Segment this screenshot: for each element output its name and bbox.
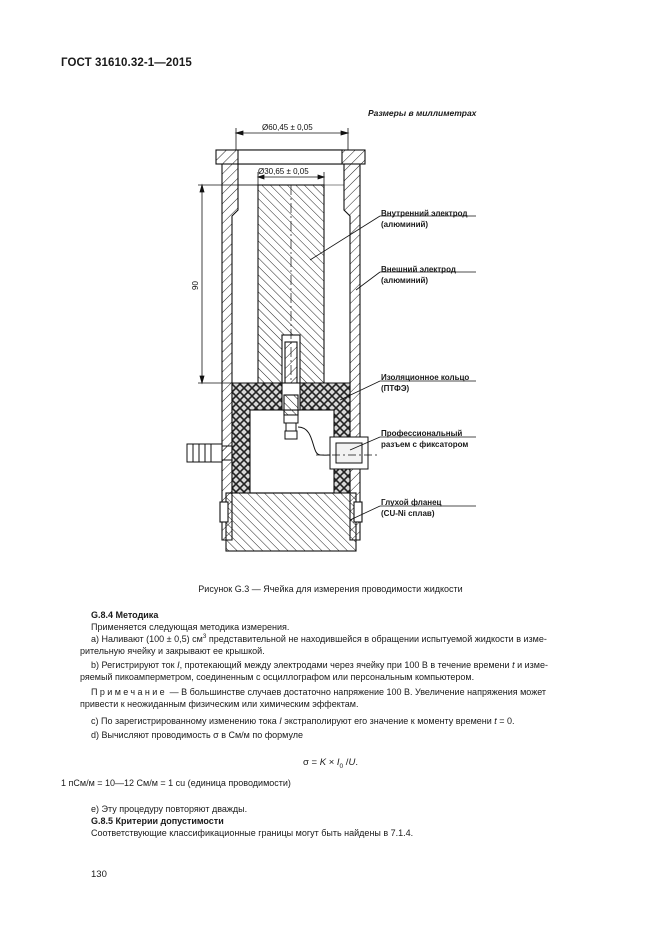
callout-outer-electrode: Внешний электрод (алюминий) — [381, 264, 456, 286]
dim-outer-label: Ø60,45 ± 0,05 — [262, 123, 313, 132]
item-a-superscript: 3 — [202, 633, 207, 640]
item-b-text-3: и изме- — [514, 660, 548, 670]
left-connector — [186, 443, 233, 463]
callout-connector: Профессиональный разъем с фиксатором — [381, 428, 468, 450]
cell-cap — [215, 149, 366, 165]
conductivity-cell-drawing: Ø60,45 ± 0,05 Ø30,65 ± 0,05 90 — [186, 123, 476, 552]
dimension-inner-diameter — [256, 172, 326, 185]
section-g85-text: Соответствующие классификационные границ… — [91, 828, 414, 838]
formula-k: K — [319, 757, 327, 768]
conductivity-formula: σ = K × I0 /U. — [0, 757, 661, 770]
item-b-current-symbol: I — [177, 660, 180, 670]
formula-part-3: / — [343, 757, 349, 768]
item-c-text-1: c) По зарегистрированному изменению тока — [91, 716, 280, 726]
callout-outer-electrode-line1: Внешний электрод — [381, 265, 456, 274]
right-connector — [316, 436, 380, 470]
note-line2: привести к неожиданным физическим или хи… — [80, 699, 359, 709]
callout-inner-electrode: Внутренний электрод (алюминий) — [381, 208, 467, 230]
inner-electrode — [257, 184, 325, 490]
section-g84-intro: Применяется следующая методика измерения… — [91, 622, 290, 632]
callout-connector-line2: разъем с фиксатором — [381, 440, 469, 449]
note-lead-word: Примечание — [91, 687, 168, 697]
item-b-text-2: , протекающий между электродами через яч… — [179, 660, 513, 670]
note-text-1: — В большинстве случаев достаточно напря… — [167, 687, 547, 697]
item-b-line2: ряемый пикоамперметром, соединенным с ос… — [80, 672, 475, 682]
item-b-line1: b) Регистрируют ток I, протекающий между… — [91, 659, 603, 671]
callout-flange-line2: (CU-Ni сплав) — [381, 509, 435, 518]
figure-units-note: Размеры в миллиметрах — [368, 108, 477, 118]
callout-leaders — [309, 215, 476, 521]
document-header-code: ГОСТ 31610.32-1—2015 — [61, 57, 192, 69]
item-c-text-2: экстраполируют его значение к моменту вр… — [281, 716, 495, 726]
callout-inner-electrode-line2: (алюминий) — [381, 220, 429, 229]
item-a-line1: a) Наливают (100 ± 0,5) см3 представител… — [91, 633, 603, 645]
cell-internal-parts — [283, 414, 331, 456]
formula-u: U — [348, 757, 356, 768]
item-b-text-1: b) Регистрируют ток — [91, 660, 178, 670]
callout-insulating-ring: Изоляционное кольцо (ПТФЭ) — [381, 372, 469, 394]
formula-i: I — [336, 757, 340, 768]
item-d: d) Вычисляют проводимость σ в См/м по фо… — [91, 730, 304, 740]
formula-part-2: × — [326, 757, 337, 768]
callout-inner-electrode-line1: Внутренний электрод — [381, 209, 468, 218]
bottom-flange — [219, 492, 363, 552]
note-line1: Примечание — В большинстве случаев доста… — [91, 686, 603, 698]
dim-inner-label: Ø30,65 ± 0,05 — [258, 167, 309, 176]
item-c: c) По зарегистрированному изменению тока… — [91, 715, 603, 727]
item-c-text-3: = 0. — [496, 716, 515, 726]
callout-flange-line1: Глухой фланец — [381, 498, 442, 507]
figure-caption: Рисунок G.3 — Ячейка для измерения прово… — [198, 584, 463, 594]
callout-connector-line1: Профессиональный — [381, 429, 463, 438]
item-c-time-symbol: t — [494, 716, 497, 726]
dim-height-label: 90 — [191, 281, 200, 290]
callout-outer-electrode-line2: (алюминий) — [381, 276, 429, 285]
callout-flange: Глухой фланец (CU-Ni сплав) — [381, 497, 441, 519]
callout-insulating-ring-line1: Изоляционное кольцо — [381, 373, 470, 382]
item-a-text-start: a) Наливают (100 ± 0,5) см — [91, 634, 203, 644]
page-number: 130 — [91, 869, 107, 880]
section-heading-g85: G.8.5 Критерии допустимости — [91, 816, 224, 826]
callout-insulating-ring-line2: (ПТФЭ) — [381, 384, 410, 393]
formula-part-4: . — [355, 757, 358, 768]
dimension-outer-diameter — [234, 128, 350, 150]
formula-part-1: σ = — [303, 757, 320, 768]
formula-subscript: 0 — [339, 762, 344, 770]
section-heading-g84: G.8.4 Методика — [91, 610, 159, 620]
item-e: e) Эту процедуру повторяют дважды. — [91, 804, 248, 814]
item-c-current-symbol: I — [279, 716, 282, 726]
item-b-time-symbol: t — [512, 660, 515, 670]
unit-definition-line: 1 пСм/м = 10—12 См/м = 1 cu (единица про… — [61, 778, 291, 788]
item-a-text-end: представительной не находившейся в обращ… — [206, 634, 547, 644]
item-a-line2: рительную ячейку и закрывают ее крышкой. — [80, 646, 265, 656]
